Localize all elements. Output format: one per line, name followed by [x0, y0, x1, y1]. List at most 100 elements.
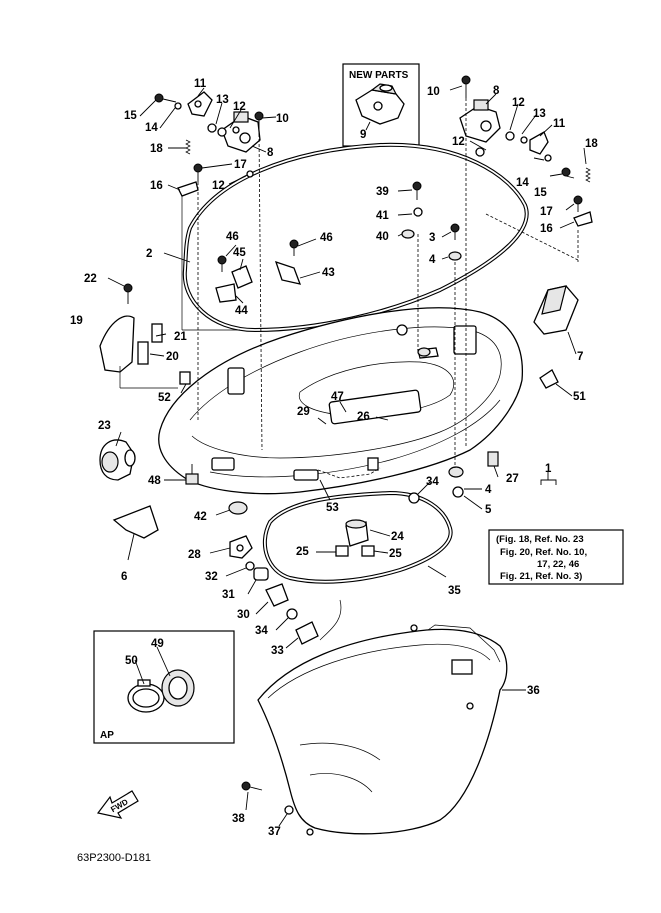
callout-42: 42: [194, 511, 207, 523]
callout-41: 41: [376, 210, 389, 222]
note-line-2: Fig. 20, Ref. No. 10,: [500, 547, 587, 558]
callout-28: 28: [188, 549, 201, 561]
screws-37-38: [241, 781, 294, 815]
callout-34: 34: [255, 625, 268, 637]
note-line-1: (Fig. 18, Ref. No. 23: [496, 534, 584, 545]
cover-part-19: [99, 283, 135, 373]
callout-19: 19: [70, 315, 83, 327]
callout-4: 4: [429, 254, 436, 266]
callout-9: 9: [360, 129, 366, 141]
callout-14: 14: [145, 122, 158, 134]
callout-12: 12: [512, 97, 525, 109]
callout-21: 21: [174, 331, 187, 343]
callout-50: 50: [125, 655, 138, 667]
bolts-right: [461, 75, 593, 227]
callout-1: 1: [545, 463, 552, 475]
holder-part-28: [229, 535, 253, 559]
callout-36: 36: [527, 685, 540, 697]
callout-52: 52: [158, 392, 171, 404]
callout-8: 8: [267, 147, 274, 159]
callout-33: 33: [271, 645, 284, 657]
callout-10: 10: [276, 113, 289, 125]
label-part-51: [539, 369, 559, 389]
cowling-hook-right: [459, 99, 501, 157]
callout-34: 34: [426, 476, 439, 488]
callout-48: 48: [148, 475, 161, 487]
callout-43: 43: [322, 267, 335, 279]
note-line-4: Fig. 21, Ref. No. 3): [500, 571, 582, 582]
callout-25: 25: [296, 546, 309, 558]
reference-note-box: (Fig. 18, Ref. No. 23 Fig. 20, Ref. No. …: [488, 529, 624, 585]
new-parts-label: NEW PARTS: [349, 70, 409, 81]
callout-51: 51: [573, 391, 586, 403]
callout-32: 32: [205, 571, 218, 583]
ap-label: AP: [100, 730, 114, 741]
callout-23: 23: [98, 420, 111, 432]
callout-5: 5: [485, 504, 492, 516]
lever-part-11-left: [187, 91, 213, 117]
bolts-left: [154, 93, 264, 182]
callout-37: 37: [268, 826, 281, 838]
callout-2: 2: [146, 248, 152, 260]
callout-45: 45: [233, 247, 246, 259]
bolt-part-27: [487, 451, 499, 467]
callout-6: 6: [121, 571, 127, 583]
callout-11: 11: [194, 78, 207, 90]
callout-40: 40: [376, 231, 389, 243]
callout-39: 39: [376, 186, 389, 198]
callout-46: 46: [320, 232, 333, 244]
cowling-hook-left: [221, 111, 261, 153]
callout-12: 12: [452, 136, 465, 148]
grommet-part-23: [99, 439, 136, 481]
callout-25: 25: [389, 548, 402, 560]
grommet-part-42: [228, 501, 248, 515]
callout-16: 16: [150, 180, 163, 192]
callout-18: 18: [585, 138, 598, 150]
callout-18: 18: [150, 143, 163, 155]
callout-8: 8: [493, 85, 500, 97]
new-parts-box: NEW PARTS: [342, 63, 420, 147]
callout-26: 26: [357, 411, 370, 423]
callout-labels: 11 13 12 15 14 10 18 8 17 16 12 9 10 8 1…: [70, 78, 598, 838]
top-cowling-seal-gasket: [182, 142, 529, 333]
cable-clamps-43-46: [215, 239, 302, 303]
callout-13: 13: [533, 108, 546, 120]
small-parts-20-21: [137, 323, 191, 385]
callout-14: 14: [516, 177, 529, 189]
callout-47: 47: [331, 391, 344, 403]
callout-22: 22: [84, 273, 97, 285]
new-clamp-part-9: [355, 83, 405, 125]
fwd-arrow-icon: FWD: [96, 790, 139, 819]
diagram-code: 63P2300-D181: [77, 852, 151, 864]
small-parts-29-34: [245, 561, 319, 645]
callout-15: 15: [124, 110, 137, 122]
callout-29: 29: [297, 406, 310, 418]
bottom-cowling-lower-part-36: [257, 624, 508, 836]
callout-12: 12: [212, 180, 225, 192]
note-line-3: 17, 22, 46: [537, 559, 579, 570]
callout-12: 12: [233, 101, 246, 113]
callout-11: 11: [553, 118, 566, 130]
callout-4: 4: [485, 484, 492, 496]
bracket-part-16-left: [177, 181, 199, 197]
spring-part-18-left: [185, 139, 191, 155]
callout-31: 31: [222, 589, 235, 601]
bracket-part-7: [533, 285, 579, 335]
leader-lines: [107, 85, 587, 827]
callout-24: 24: [391, 531, 404, 543]
callout-10: 10: [427, 86, 440, 98]
ap-box: AP: [93, 630, 235, 744]
grommet-part-24: [335, 519, 375, 557]
callout-15: 15: [534, 187, 547, 199]
callout-46: 46: [226, 231, 239, 243]
grommet-part-49: [161, 669, 195, 707]
apron-seal-part-35: [262, 490, 453, 641]
callout-17: 17: [540, 206, 553, 218]
center-fasteners: [401, 181, 464, 498]
callout-17: 17: [234, 159, 247, 171]
callout-53: 53: [326, 502, 339, 514]
callout-27: 27: [506, 473, 519, 485]
hose-part-34-right: [408, 492, 420, 504]
callout-13: 13: [216, 94, 229, 106]
